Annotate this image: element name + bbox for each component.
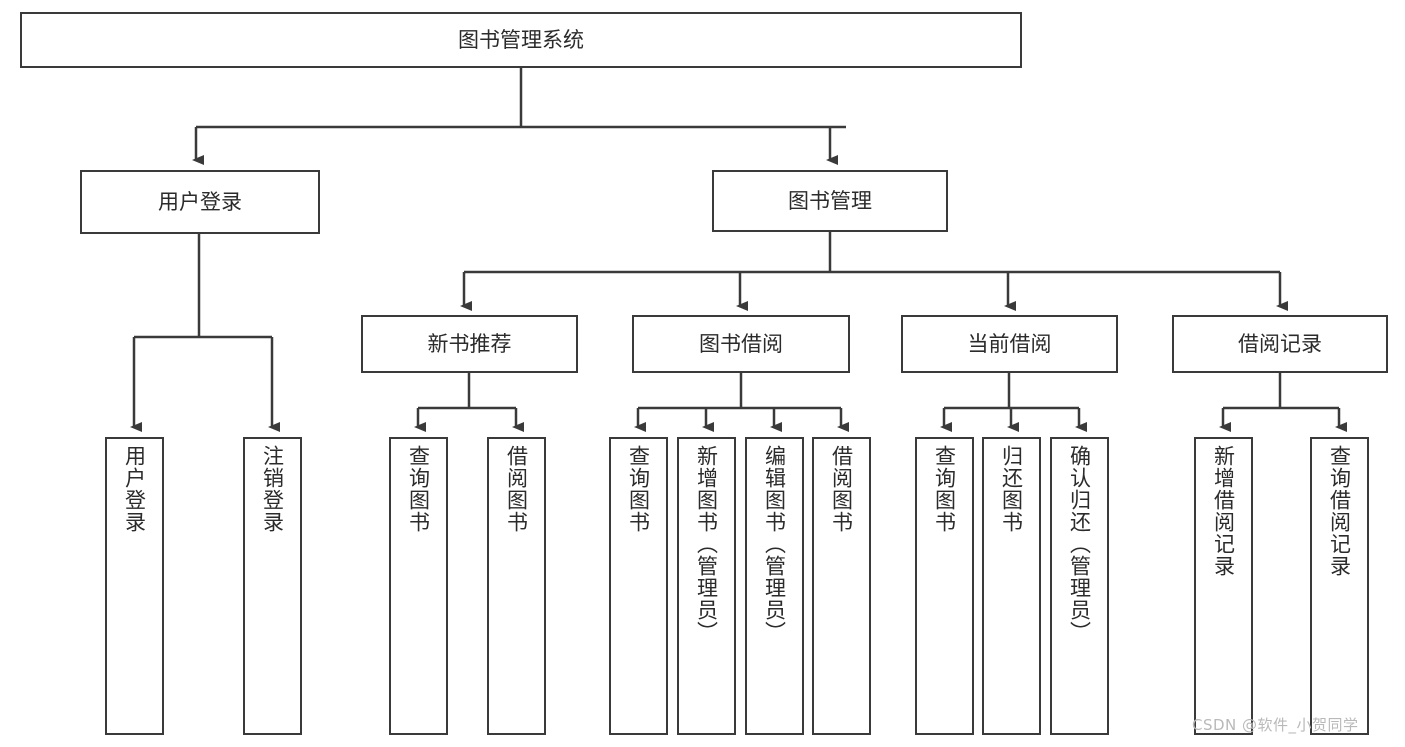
node-label: 用户登录 <box>158 189 242 214</box>
leaf-book-borrow-query[interactable]: 查询图书 <box>609 437 668 735</box>
node-label: 图书管理系统 <box>458 27 584 52</box>
leaf-new-book-query[interactable]: 查询图书 <box>389 437 448 735</box>
node-new-book-recommend[interactable]: 新书推荐 <box>361 315 578 373</box>
node-label: 借阅图书 <box>829 445 854 533</box>
leaf-borrow-record-add[interactable]: 新增借阅记录 <box>1194 437 1253 735</box>
leaf-user-login-logout[interactable]: 注销登录 <box>243 437 302 735</box>
node-label: 查询图书 <box>932 445 957 533</box>
node-label: 查询图书 <box>626 445 651 533</box>
leaf-new-book-borrow[interactable]: 借阅图书 <box>487 437 546 735</box>
node-label: 新书推荐 <box>427 331 512 356</box>
node-label: 编辑图书（管理员） <box>762 445 787 643</box>
node-label: 用户登录 <box>122 445 147 533</box>
node-label: 归还图书 <box>999 445 1024 533</box>
node-label: 图书借阅 <box>699 331 783 356</box>
node-label: 查询借阅记录 <box>1327 445 1352 577</box>
leaf-book-borrow-borrow[interactable]: 借阅图书 <box>812 437 871 735</box>
node-book-borrow[interactable]: 图书借阅 <box>632 315 850 373</box>
leaf-borrow-record-query[interactable]: 查询借阅记录 <box>1310 437 1369 735</box>
node-label: 新增借阅记录 <box>1211 445 1236 577</box>
node-borrow-record[interactable]: 借阅记录 <box>1172 315 1388 373</box>
leaf-user-login-login[interactable]: 用户登录 <box>105 437 164 735</box>
node-label: 注销登录 <box>260 445 285 533</box>
leaf-current-borrow-confirm-return[interactable]: 确认归还（管理员） <box>1050 437 1109 735</box>
node-current-borrow[interactable]: 当前借阅 <box>901 315 1118 373</box>
node-book-management[interactable]: 图书管理 <box>712 170 948 232</box>
node-label: 查询图书 <box>406 445 431 533</box>
leaf-current-borrow-return[interactable]: 归还图书 <box>982 437 1041 735</box>
node-book-management-system[interactable]: 图书管理系统 <box>20 12 1022 68</box>
node-label: 确认归还（管理员） <box>1067 445 1092 643</box>
node-label: 图书管理 <box>788 188 872 213</box>
node-label: 当前借阅 <box>967 331 1052 356</box>
node-label: 借阅图书 <box>504 445 529 533</box>
leaf-book-borrow-edit[interactable]: 编辑图书（管理员） <box>745 437 804 735</box>
node-label: 借阅记录 <box>1238 331 1322 356</box>
leaf-current-borrow-query[interactable]: 查询图书 <box>915 437 974 735</box>
node-user-login[interactable]: 用户登录 <box>80 170 320 234</box>
leaf-book-borrow-add[interactable]: 新增图书（管理员） <box>677 437 736 735</box>
csdn-watermark: CSDN @软件_小贺同学 <box>1192 716 1359 734</box>
node-label: 新增图书（管理员） <box>694 445 719 643</box>
